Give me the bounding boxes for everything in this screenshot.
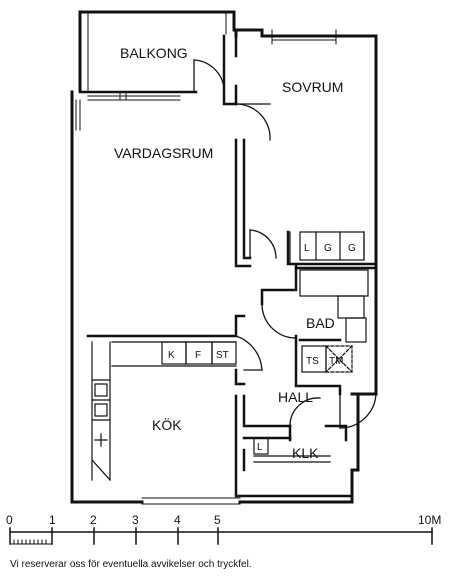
room-label-bathroom: BAD [306, 315, 335, 331]
wardrobe-label-2: G [324, 243, 332, 254]
wardrobe-label-3: G [348, 243, 356, 254]
closet-shelving [253, 437, 331, 463]
balcony-railing [87, 13, 227, 101]
scale-tick-10m: 10M [418, 513, 441, 527]
washer-label: TS [306, 356, 319, 367]
freezer-label: F [195, 350, 201, 361]
stove-label: ST [216, 350, 229, 361]
scale-tick-4: 4 [174, 513, 181, 527]
room-label-balcony: BALKONG [120, 45, 188, 61]
scale-tick-0: 0 [6, 513, 13, 527]
interior-walls [78, 34, 378, 498]
kitchen-counter [91, 341, 237, 481]
room-label-kitchen: KÖK [152, 416, 182, 433]
windows [75, 29, 337, 505]
scale-tick-3: 3 [132, 513, 139, 527]
fridge-label: K [168, 350, 175, 361]
scale-tick-5: 5 [214, 513, 221, 527]
room-label-hall: HALL [278, 389, 313, 405]
wardrobe-unit [289, 231, 365, 265]
room-label-closet: KLK [292, 445, 319, 461]
dryer-label: TM [329, 356, 343, 367]
bathroom-fixtures [299, 269, 369, 373]
doors [193, 59, 377, 429]
scale-bar [9, 527, 433, 545]
closet-shelf-label: L [257, 442, 263, 453]
scale-tick-2: 2 [90, 513, 97, 527]
wardrobe-label-1: L [304, 243, 310, 254]
scale-tick-1: 1 [49, 513, 56, 527]
disclaimer-text: Vi reserverar oss för eventuella avvikel… [10, 559, 252, 570]
room-label-living-room: VARDAGSRUM [114, 145, 213, 161]
room-label-bedroom: SOVRUM [282, 79, 343, 95]
